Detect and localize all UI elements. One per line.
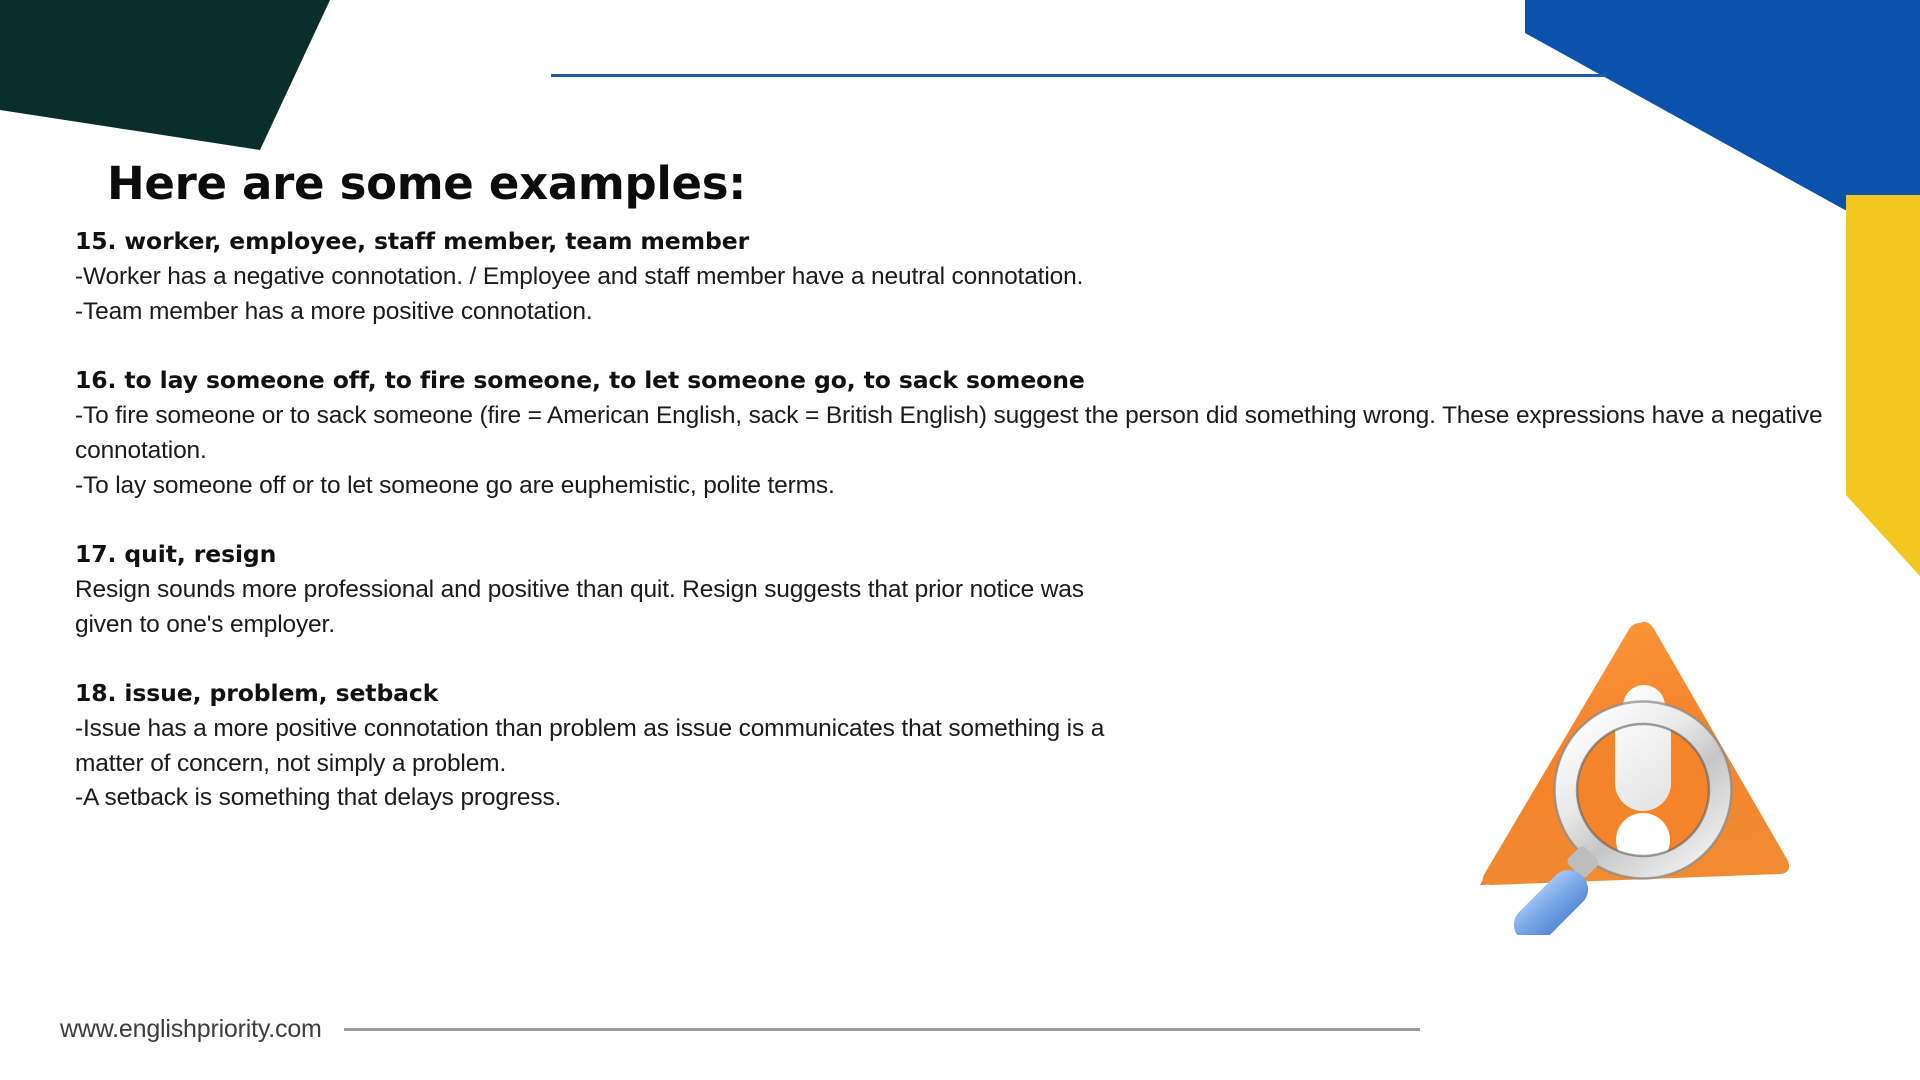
examples-list: 15. worker, employee, staff member, team… [75,225,1835,816]
footer-url[interactable]: www.englishpriority.com [60,1015,322,1043]
entry-heading: 15. worker, employee, staff member, team… [75,227,750,255]
entry-line: -To fire someone or to sack someone (fir… [75,402,1823,465]
entry-heading: 17. quit, resign [75,539,277,568]
footer-rule [343,1028,1420,1031]
blue-corner-polygon [1525,0,1920,210]
entry-line: -Team member has a more positive connota… [75,298,593,326]
warning-triangle-with-magnifier [1480,621,1789,935]
entry-line: -Worker has a negative connotation. / Em… [75,263,1084,291]
entry-line: -A setback is something that delays prog… [75,784,562,812]
entry-line: -To lay someone off or to let someone go… [75,471,835,499]
top-accent-rule [551,74,1606,77]
list-item: 16. to lay someone off, to fire someone,… [75,364,1835,504]
footer: www.englishpriority.com [60,1015,1420,1044]
yellow-corner-polygon [1846,195,1920,577]
teal-corner-polygon [0,0,330,150]
page-title: Here are some examples: [107,157,746,211]
entry-heading: 16. to lay someone off, to fire someone,… [75,365,1085,394]
entry-heading: 18. issue, problem, setback [75,678,439,707]
list-item: 15. worker, employee, staff member, team… [75,225,1835,330]
entry-line: -Issue has a more positive connotation t… [75,714,1105,777]
list-item: 17. quit, resign Resign sounds more prof… [75,538,1835,643]
entry-line: Resign sounds more professional and posi… [75,575,1084,638]
list-item: 18. issue, problem, setback -Issue has a… [75,677,1835,817]
